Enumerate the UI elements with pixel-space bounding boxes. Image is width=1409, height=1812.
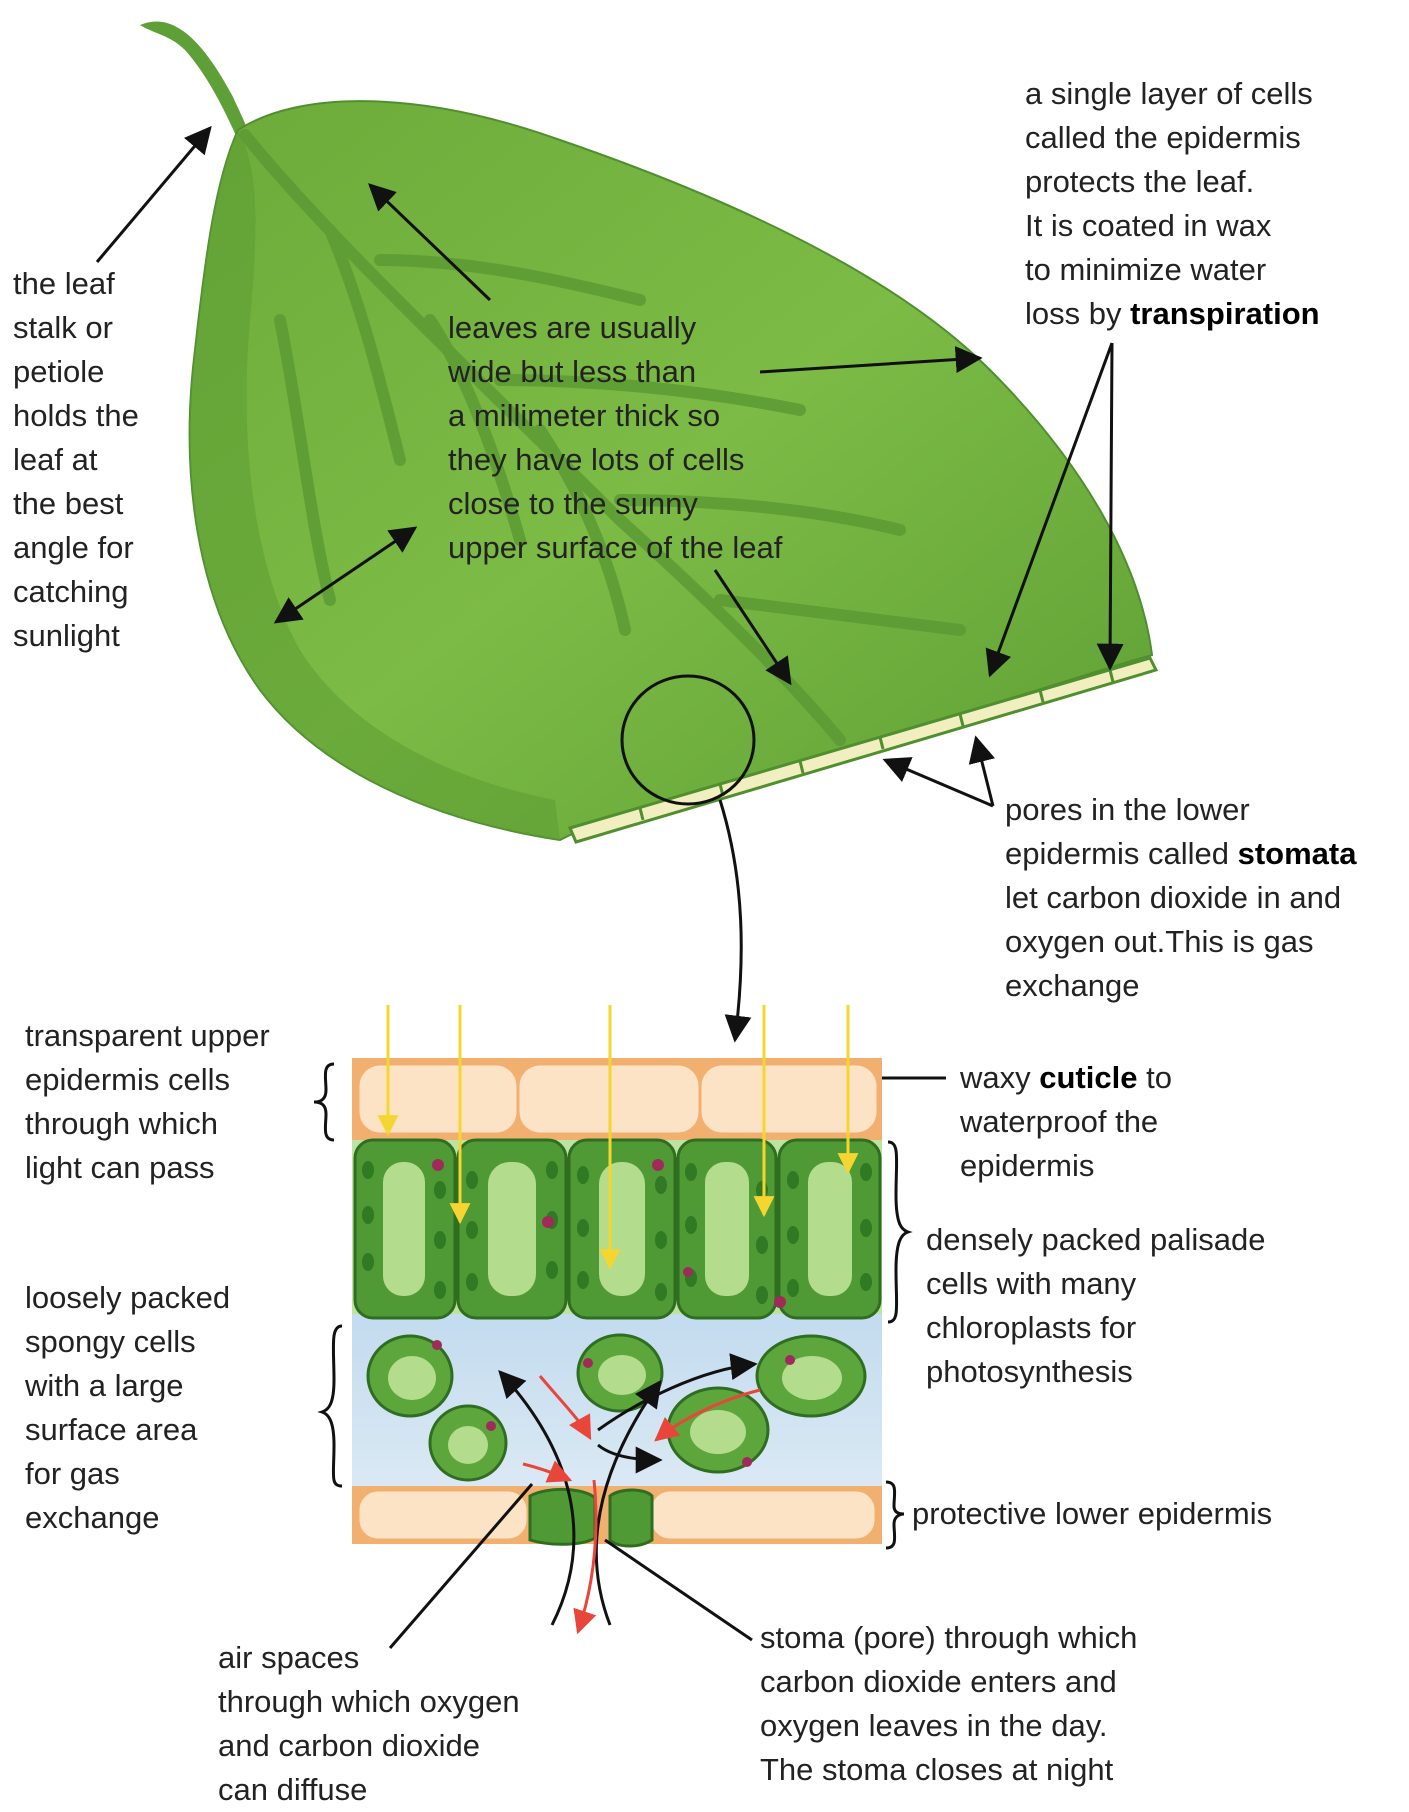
palisade-cells (355, 1140, 880, 1318)
stoma-label: stoma (pore) through which carbon dioxid… (760, 1616, 1137, 1792)
cuticle-label: waxy cuticle to waterproof the epidermis (960, 1056, 1172, 1188)
palisade-label: densely packed palisade cells with many … (926, 1218, 1266, 1394)
lower-epidermis (352, 1486, 882, 1546)
spongy-cell (668, 1388, 768, 1472)
epidermis-arrow-lower (1110, 343, 1112, 668)
upper-epidermis-label: transparent upper epidermis cells throug… (25, 1014, 270, 1190)
upper-epidermis-brace (314, 1064, 334, 1140)
magnifier-arrow (720, 800, 741, 1040)
palisade-brace (888, 1142, 908, 1322)
guard-cell-left (530, 1489, 595, 1544)
spongy-cell (430, 1406, 506, 1480)
lower-epidermis-brace (886, 1482, 904, 1548)
thin-leaf-label: leaves are usually wide but less than a … (448, 306, 782, 570)
spongy-cell (368, 1336, 452, 1416)
petiole (140, 21, 250, 140)
cuticle-term: cuticle (1039, 1060, 1137, 1095)
petiole-label: the leaf stalk or petiole holds the leaf… (13, 262, 139, 658)
spongy-brace (322, 1326, 342, 1486)
stomata-arrow-2 (976, 738, 993, 806)
transpiration-term: transpiration (1130, 296, 1319, 331)
stomata-label: pores in the lower epidermis called stom… (1005, 788, 1356, 1008)
spongy-cell (757, 1336, 865, 1416)
stomata-arrow-1 (885, 760, 993, 806)
lower-epidermis-label: protective lower epidermis (912, 1492, 1272, 1536)
stoma-pointer (605, 1540, 752, 1640)
upper-epidermis (352, 1058, 882, 1140)
air-spaces-label: air spaces through which oxygen and carb… (218, 1636, 520, 1812)
cross-section (352, 1005, 882, 1632)
guard-cell-right (610, 1490, 652, 1546)
spongy-label: loosely packed spongy cells with a large… (25, 1276, 230, 1540)
stomata-term: stomata (1238, 836, 1357, 871)
epidermis-label: a single layer of cells called the epide… (1025, 72, 1320, 336)
petiole-arrow (97, 128, 210, 262)
